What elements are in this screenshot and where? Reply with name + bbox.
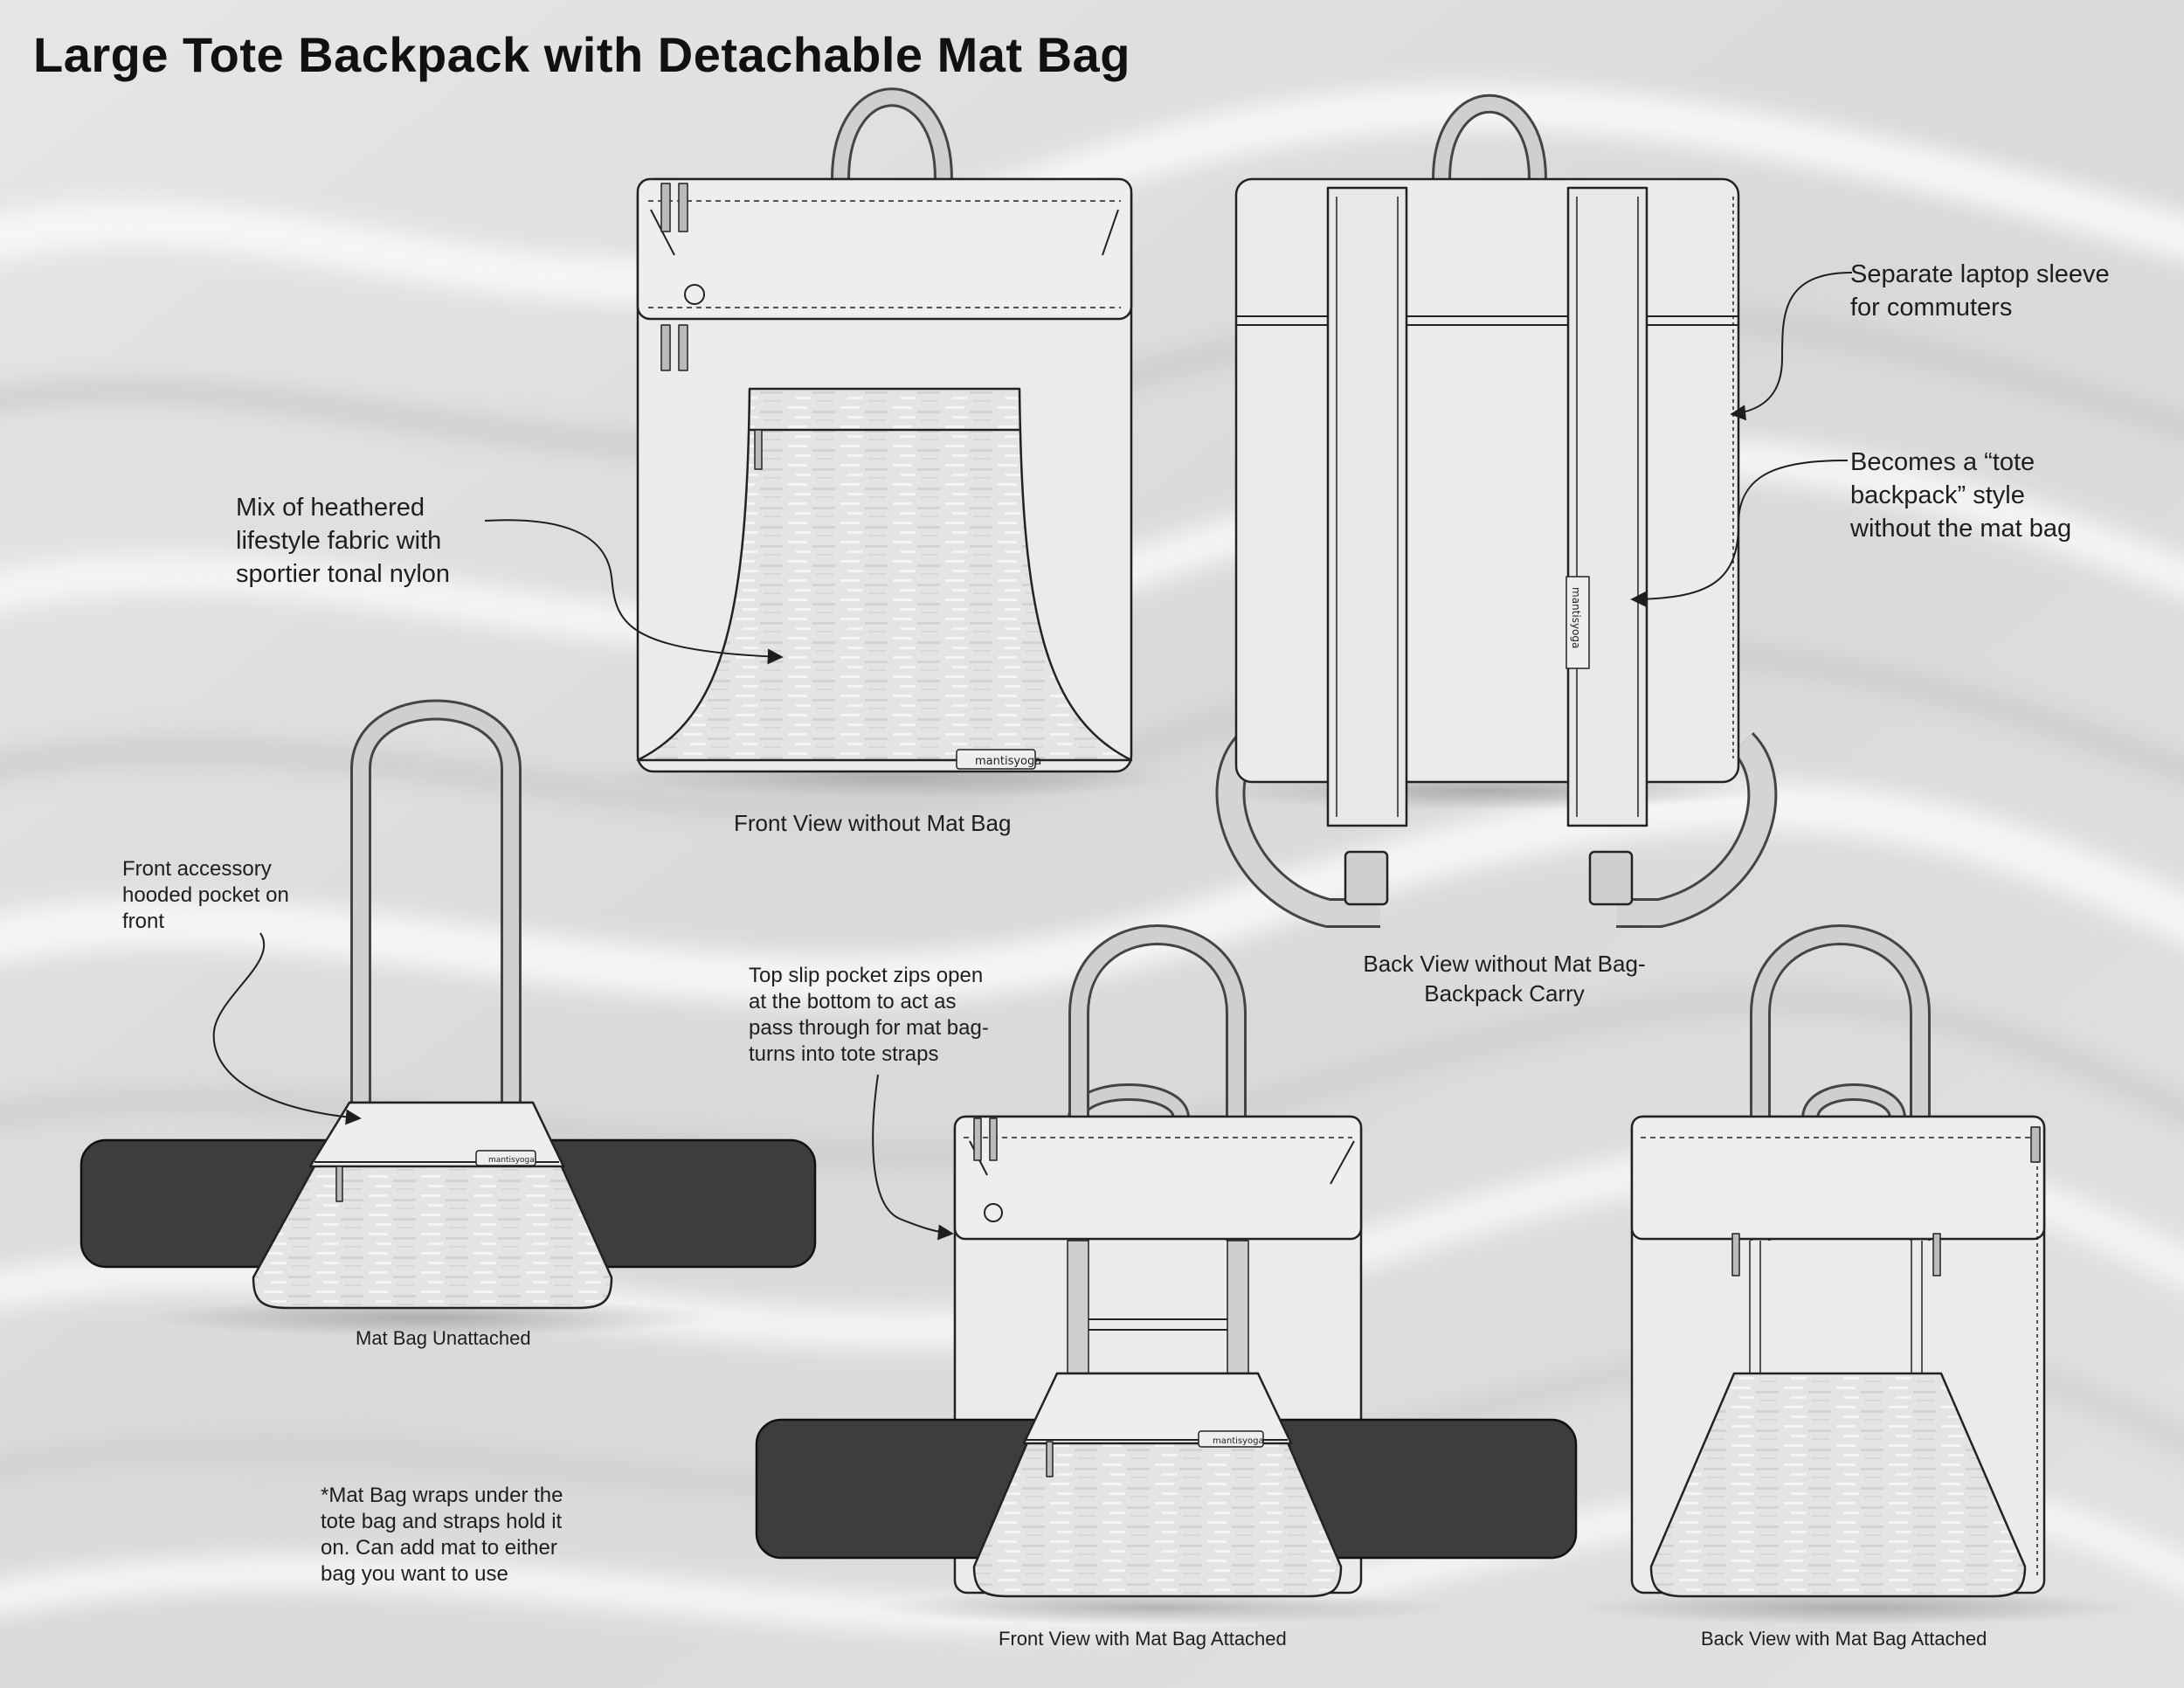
page-title: Large Tote Backpack with Detachable Mat …	[33, 27, 1130, 82]
caption-front-with: Front View with Mat Bag Attached	[999, 1628, 1287, 1650]
mat-bag-unattached	[79, 699, 817, 1337]
leader-lines	[212, 272, 1853, 1241]
caption-front-without: Front View without Mat Bag	[734, 810, 1012, 836]
callout-front-pocket: Front accessory hooded pocket on front	[122, 857, 289, 933]
brand-label-mat-attached: mantisyoga	[1213, 1436, 1264, 1446]
callout-tote-backpack: Becomes a “tote backpack” style without …	[1850, 448, 2072, 543]
front-view-with-mat-bag	[755, 924, 1578, 1625]
back-view-without-mat-bag	[1206, 93, 1778, 928]
brand-label-front: mantisyoga	[975, 755, 1041, 768]
back-view-with-mat-bag	[1577, 924, 2136, 1625]
callout-fabric: Mix of heathered lifestyle fabric with s…	[236, 494, 451, 588]
caption-mat-unattached: Mat Bag Unattached	[356, 1327, 531, 1349]
brand-label-back: mantisyoga	[1570, 587, 1582, 648]
callout-slip-pocket: Top slip pocket zips open at the bottom …	[749, 964, 989, 1066]
callout-laptop-sleeve: Separate laptop sleeve for commuters	[1850, 260, 2110, 322]
front-view-without-mat-bag	[603, 87, 1179, 799]
brand-label-mat: mantisyoga	[488, 1156, 535, 1165]
caption-back-with: Back View with Mat Bag Attached	[1701, 1628, 1987, 1650]
callout-mat-note: *Mat Bag wraps under the tote bag and st…	[321, 1484, 563, 1586]
caption-back-without: Back View without Mat Bag- Backpack Carr…	[1363, 951, 1646, 1007]
